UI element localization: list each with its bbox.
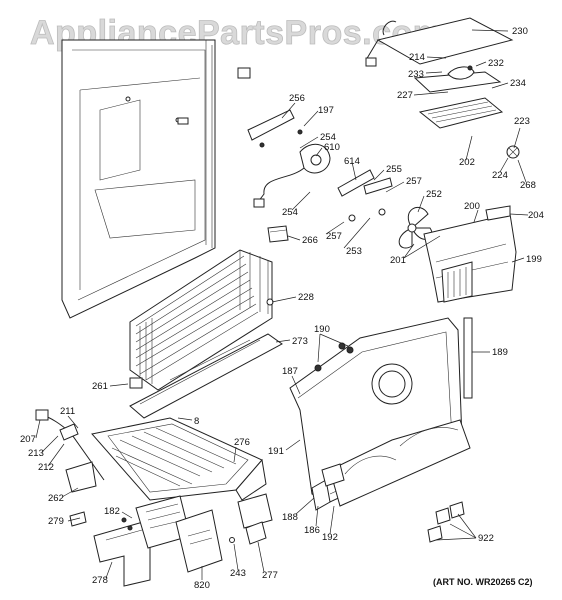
callout-197: 197 [318, 105, 334, 116]
callout-187: 187 [282, 366, 298, 377]
damper-control [267, 225, 289, 243]
callout-211: 211 [60, 406, 75, 417]
defrost-parts-left [35, 409, 105, 527]
drain-trough [129, 333, 283, 419]
callout-278: 278 [92, 575, 108, 586]
callout-188: 188 [282, 512, 298, 523]
callout-254-top: 254 [320, 132, 336, 143]
callout-252: 252 [426, 189, 442, 200]
callout-253: 253 [346, 246, 362, 257]
callout-610: 610 [324, 142, 340, 153]
callout-189: 189 [492, 347, 508, 358]
control-board [121, 495, 223, 573]
callout-257-top: 257 [406, 176, 422, 187]
callout-213: 213 [28, 448, 44, 459]
callout-192: 192 [322, 532, 338, 543]
drain-heater-tray [91, 417, 267, 501]
callout-8: 8 [194, 416, 199, 427]
callout-207: 207 [20, 434, 36, 445]
callout-199: 199 [526, 254, 542, 265]
callout-277: 277 [262, 570, 278, 581]
callout-614: 614 [344, 156, 360, 167]
callout-268: 268 [520, 180, 536, 191]
callout-257-mid: 257 [326, 231, 342, 242]
callout-254-mid: 254 [282, 207, 298, 218]
callout-204: 204 [528, 210, 544, 221]
evap-cover [423, 205, 517, 303]
callout-182: 182 [104, 506, 120, 517]
callout-232: 232 [488, 58, 504, 69]
callout-214: 214 [409, 52, 425, 63]
fan-motor-bracket [247, 109, 393, 222]
callout-234: 234 [510, 78, 526, 89]
callout-922: 922 [478, 533, 494, 544]
callout-212: 212 [38, 462, 54, 473]
callout-224: 224 [492, 170, 508, 181]
callout-230: 230 [512, 26, 528, 37]
callout-233: 233 [408, 69, 424, 80]
screws [338, 342, 465, 543]
relay-assembly [229, 493, 273, 545]
callout-261: 261 [92, 381, 108, 392]
light-housing [365, 17, 520, 159]
callout-273: 273 [292, 336, 308, 347]
callout-228: 228 [298, 292, 314, 303]
callout-276: 276 [234, 437, 250, 448]
callout-262: 262 [48, 493, 64, 504]
evaporator-coil [129, 249, 274, 391]
callout-201: 201 [390, 255, 406, 266]
art-number: (ART NO. WR20265 C2) [433, 577, 533, 587]
callout-266: 266 [302, 235, 318, 246]
callout-227: 227 [397, 90, 413, 101]
callout-186: 186 [304, 525, 320, 536]
callout-256: 256 [289, 93, 305, 104]
callout-279: 279 [48, 516, 64, 527]
callout-820: 820 [194, 580, 210, 591]
leader-lines [35, 29, 529, 580]
fan-blade [398, 207, 433, 249]
freezer-liner [61, 39, 251, 319]
callout-190: 190 [314, 324, 330, 335]
callout-200: 200 [464, 201, 480, 212]
rear-cover [289, 317, 473, 511]
callout-202: 202 [459, 157, 475, 168]
callout-255: 255 [386, 164, 402, 175]
callout-numbers: 230 214 232 233 227 234 256 197 254 610 … [20, 26, 544, 591]
callout-191: 191 [268, 446, 284, 457]
callout-223: 223 [514, 116, 530, 127]
callout-243: 243 [230, 568, 246, 579]
